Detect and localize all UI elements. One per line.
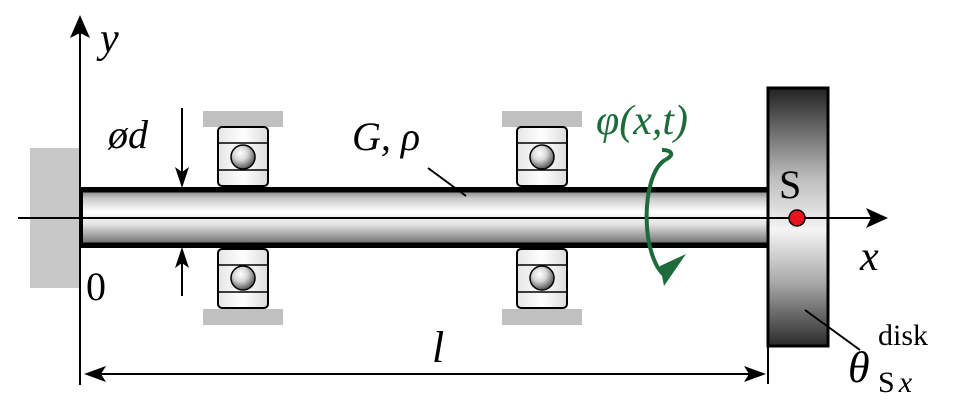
material-leader-line [427,167,467,197]
length-arrowhead-right [744,366,766,382]
inertia-symbol: θ [848,343,870,392]
y-axis-arrowhead [70,15,90,38]
inertia-superscript: disk [878,319,928,352]
twist-angle-label: φ(x,t) [596,98,688,144]
inertia-subscript-s: S [878,366,895,399]
bearing-right-bottom [502,248,582,325]
diameter-label: ød [107,112,149,157]
inertia-label: θ disk S x [848,319,932,399]
length-arrowhead-left [84,366,106,382]
length-label: l [432,323,444,372]
bearing-left-top [203,111,283,187]
axis-y-label: y [96,16,119,62]
diameter-arrowhead-top [175,167,189,188]
material-label: G, ρ [352,114,420,159]
point-s-marker [788,209,806,227]
diameter-arrowhead-bottom [175,247,189,268]
inertia-subscript-x: x [898,366,913,399]
bearing-left-bottom [203,248,283,325]
point-s-label: S [779,162,801,207]
bearing-right-top [502,111,582,187]
origin-label: 0 [86,264,106,309]
rotation-arrowhead [660,254,686,286]
rotation-arrow [644,158,670,280]
x-axis-arrowhead [866,208,888,228]
axis-x-label: x [859,234,879,280]
rotation-arrow-top-arc [661,148,674,162]
inertia-leader-line [804,309,861,351]
